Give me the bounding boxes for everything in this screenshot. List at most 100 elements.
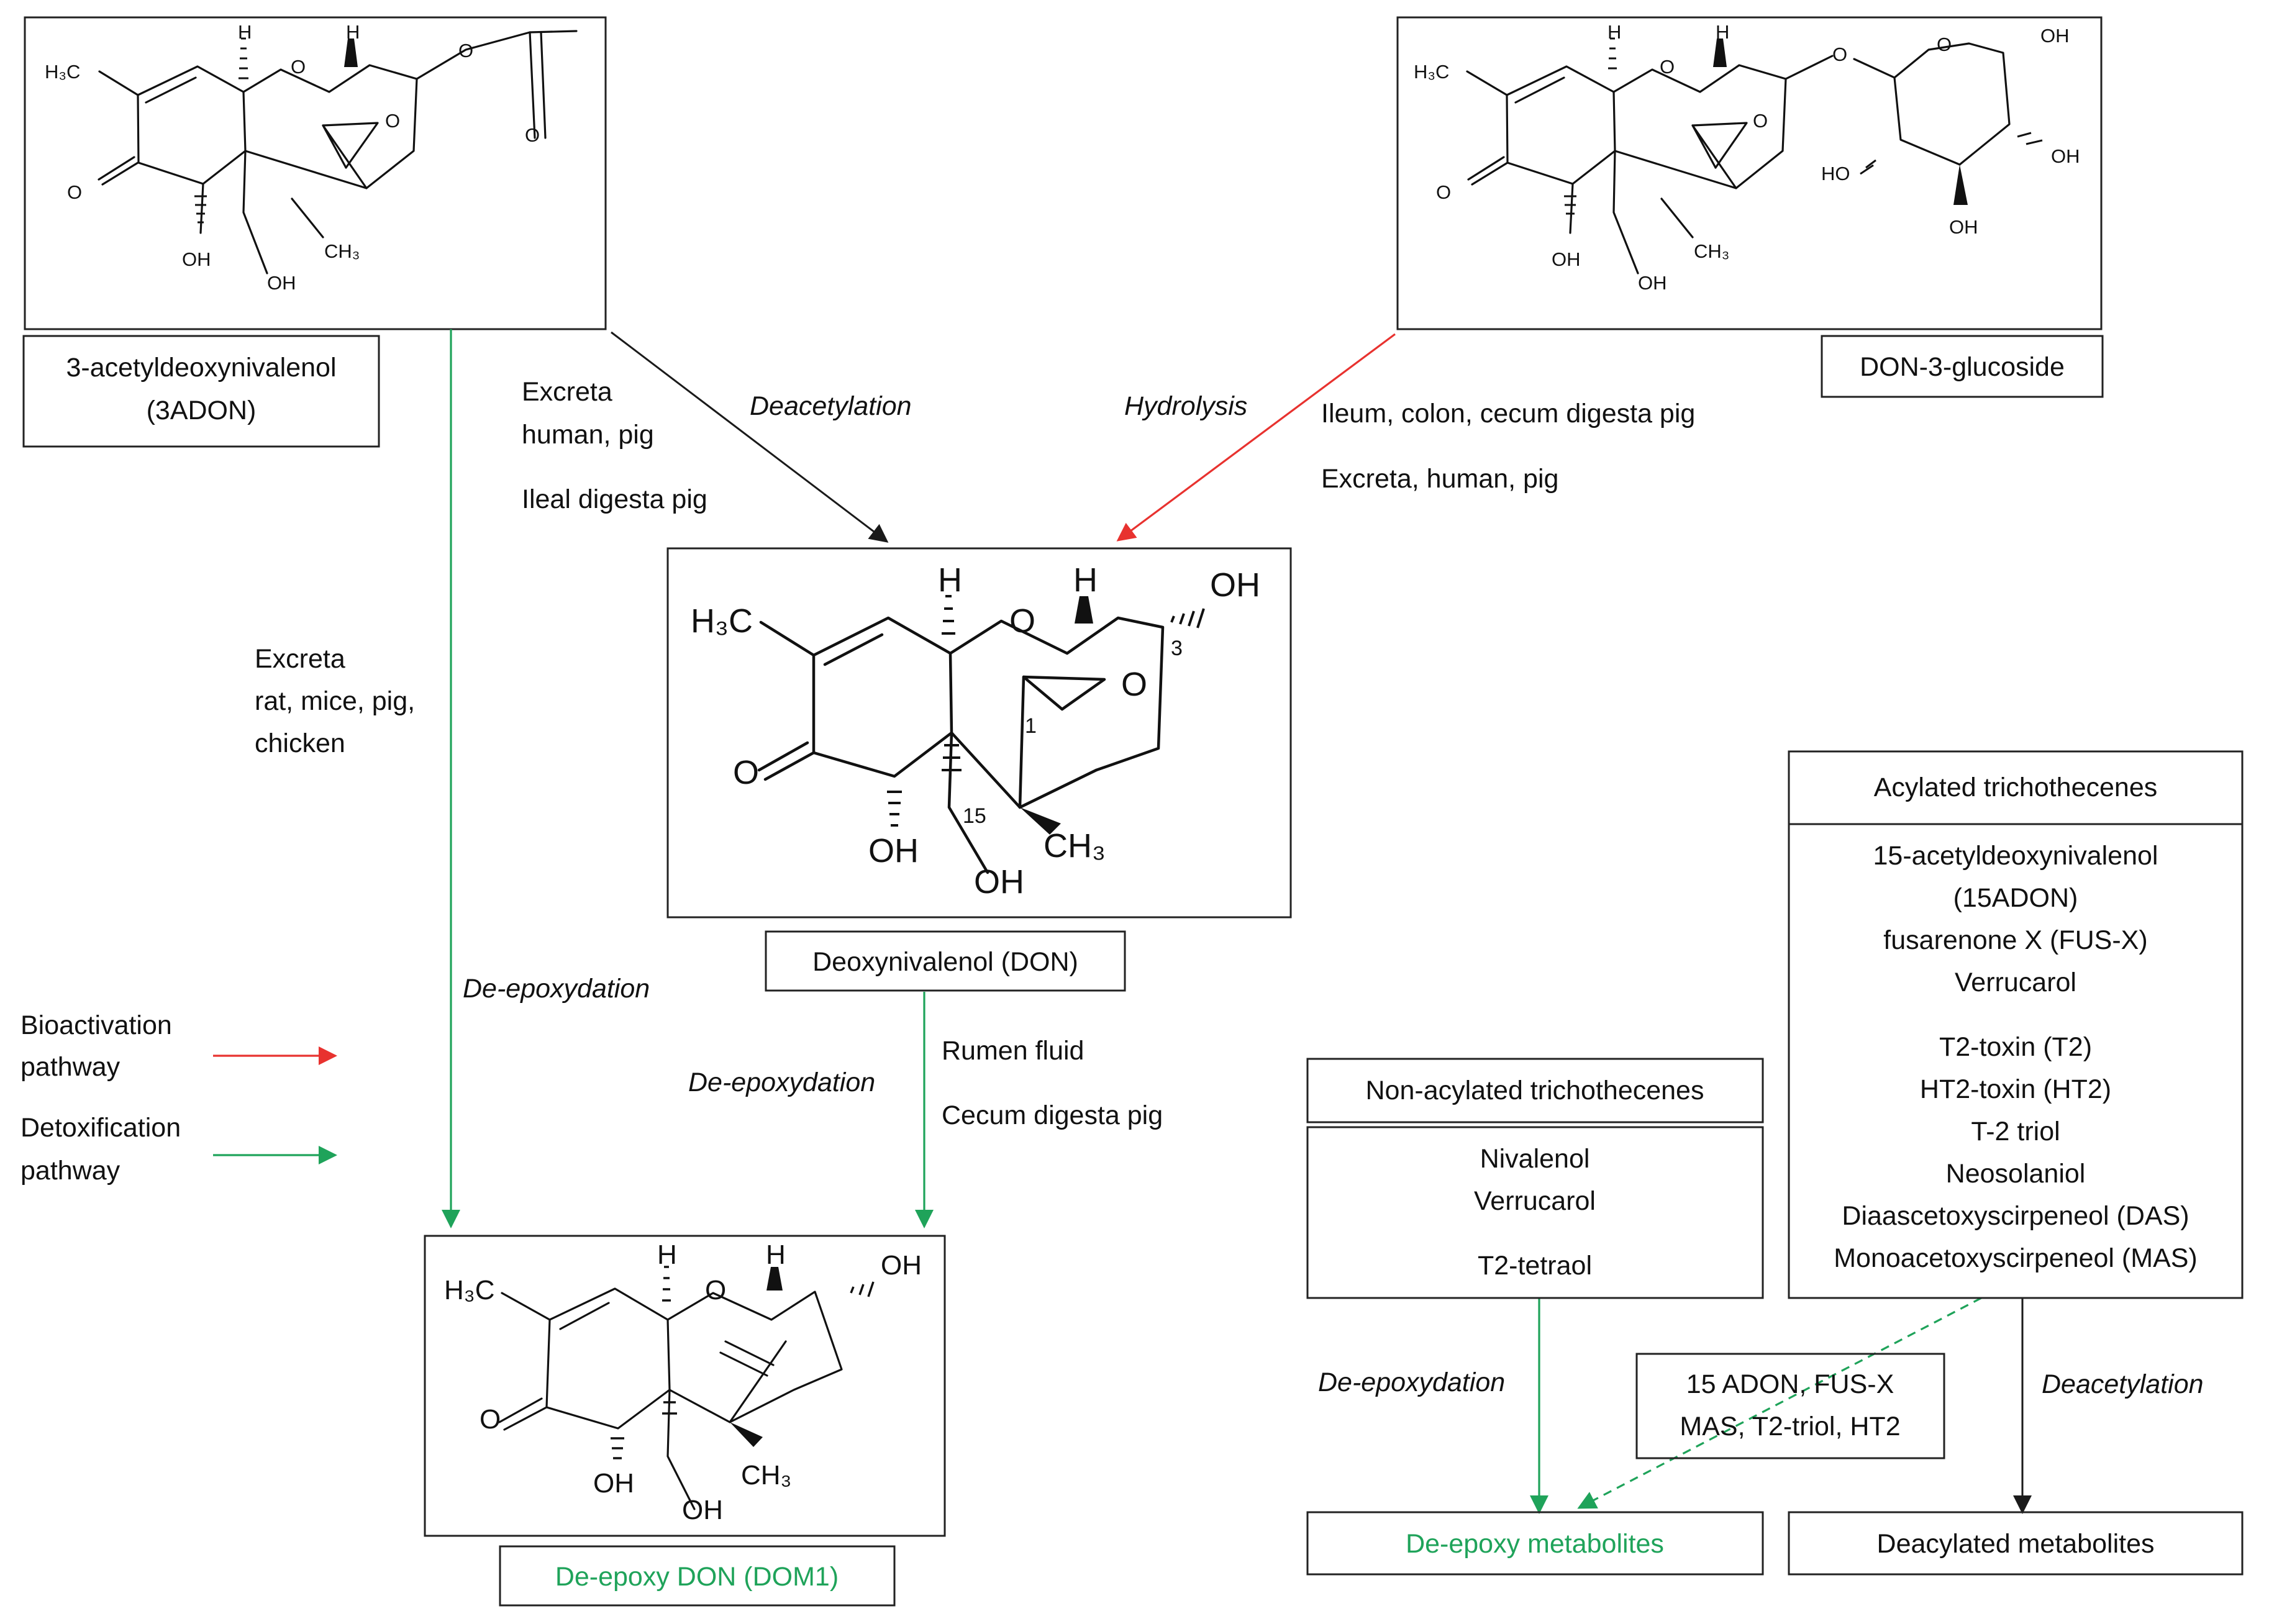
- atom-h-dom1-2: H: [766, 1240, 786, 1270]
- atom-h3c-dom1: H₃C: [444, 1275, 494, 1305]
- deacylated-metabolites-box: [1788, 1511, 2244, 1576]
- structure-don: H₃C H H O O O OH OH OH CH₃ 3 1 15: [666, 547, 1292, 919]
- atom-h3c-3adon: H₃C: [45, 61, 80, 83]
- label-excreta-rat-2: rat, mice, pig,: [255, 686, 415, 716]
- atom-oh-don3g-4: OH: [1552, 248, 1581, 270]
- structure-box-don: [666, 547, 1292, 919]
- non-acylated-item-0: Nivalenol: [1480, 1144, 1590, 1174]
- non-acylated-trichothecenes: Non-acylated trichothecenes Nivalenol Ve…: [1306, 1058, 1764, 1299]
- deepoxy-metabolites: De-epoxy metabolites: [1406, 1529, 1664, 1559]
- acylated-item-5: HT2-toxin (HT2): [1920, 1074, 2111, 1104]
- acylated-item-1: (15ADON): [1953, 883, 2078, 913]
- structure-don3g: H₃C H H O O O O O OH OH HO OH OH OH CH₃: [1396, 16, 2103, 330]
- atom-oh-don3g-1: OH: [2040, 25, 2070, 47]
- atom-oh-don-7: OH: [868, 832, 919, 869]
- atom-oh-dom1-15: OH: [682, 1495, 723, 1525]
- atom-h3c-don: H₃C: [691, 602, 753, 640]
- structure-box-dom1: [424, 1235, 946, 1537]
- acylated-item-0: 15-acetyldeoxynivalenol: [1873, 841, 2158, 871]
- structure-3adon: H₃C H H O O O O O OH OH CH₃: [24, 16, 607, 330]
- label-excreta-rat-1: Excreta: [255, 644, 345, 674]
- atom-o-don3g-ring: O: [1660, 56, 1675, 78]
- label-box-don: [765, 930, 1126, 992]
- label-rumen-fluid: Rumen fluid: [942, 1036, 1084, 1066]
- atom-h-don-1: H: [938, 561, 962, 599]
- acylated-item-7: Neosolaniol: [1946, 1159, 2086, 1189]
- label-box-don3g: [1821, 335, 2104, 398]
- structure-box-3adon: [24, 16, 607, 330]
- acylated-item-6: T-2 triol: [1971, 1117, 2060, 1146]
- structure-box-don3g: [1396, 16, 2103, 330]
- acylated-item-9: Monoacetoxyscirpeneol (MAS): [1834, 1243, 2198, 1273]
- atom-oh-dom1-3: OH: [881, 1250, 922, 1281]
- atom-h-don3g-2: H: [1716, 21, 1729, 43]
- structure-dom1: H₃C H H O O OH OH OH CH₃: [424, 1235, 946, 1537]
- atom-o-3adon-carbonyl: O: [525, 124, 540, 146]
- acylated-item-2: fusarenone X (FUS-X): [1883, 925, 2147, 955]
- atom-h-don-2: H: [1073, 561, 1098, 599]
- intermediate-line-1: 15 ADON, FUS-X: [1686, 1369, 1894, 1399]
- atom-o-don3g-ketone: O: [1436, 181, 1451, 203]
- acylated-trichothecenes: Acylated trichothecenes 15-acetyldeoxyni…: [1788, 750, 2244, 1299]
- atom-ch3-don: CH₃: [1044, 827, 1106, 864]
- atom-ch3-dom1: CH₃: [741, 1460, 791, 1490]
- atom-ch3-3adon: CH₃: [324, 240, 360, 262]
- label-ileum-colon-cecum: Ileum, colon, cecum digesta pig: [1321, 399, 1695, 429]
- arrow-deepoxydation-acylated-dashed: [1577, 1297, 1982, 1509]
- label-deacetylation-right: Deacetylation: [2042, 1369, 2204, 1399]
- atom-o-don-ring: O: [1009, 602, 1035, 640]
- acylated-item-3: Verrucarol: [1955, 968, 2076, 997]
- intermediate-box: [1635, 1353, 1945, 1459]
- legend-bioactivation-1: Bioactivation: [20, 1010, 172, 1040]
- atom-ch3-don3g: CH₃: [1694, 240, 1729, 262]
- label-cecum-digesta-pig: Cecum digesta pig: [942, 1100, 1163, 1130]
- compound-name-don3g: DON-3-glucoside: [1860, 352, 2065, 382]
- atom-h-3adon-2: H: [346, 21, 360, 43]
- label-ileal-digesta-pig: Ileal digesta pig: [522, 484, 707, 514]
- atom-oh-don3g-3: OH: [1949, 216, 1978, 238]
- atom-oh-don3g-5: OH: [1638, 272, 1667, 294]
- label-deepoxydation-right: De-epoxydation: [1318, 1368, 1505, 1397]
- atom-oh-don3g-2: OH: [2051, 145, 2080, 167]
- label-deepoxydation-mid: De-epoxydation: [688, 1068, 875, 1097]
- atom-o-don3g-epoxide: O: [1753, 110, 1768, 132]
- locant-3: 3: [1171, 637, 1183, 660]
- label-box-dom1: [499, 1545, 896, 1607]
- arrow-deacetylation-3adon-to-don: [611, 331, 889, 543]
- label-excreta-human-pig-2: human, pig: [522, 420, 654, 450]
- label-hydrolysis: Hydrolysis: [1124, 391, 1247, 421]
- compound-name-3adon: 3-acetyldeoxynivalenol: [66, 353, 336, 383]
- legend-detoxification-2: pathway: [20, 1156, 120, 1186]
- locant-15: 15: [963, 804, 986, 828]
- atom-h3c-don3g: H₃C: [1414, 61, 1449, 83]
- acylated-item-4: T2-toxin (T2): [1939, 1032, 2092, 1062]
- atom-o-3adon-ketone: O: [67, 181, 82, 203]
- acylated-header: Acylated trichothecenes: [1874, 773, 2158, 802]
- atom-oh-dom1-7: OH: [593, 1468, 634, 1499]
- intermediate-line-2: MAS, T2-triol, HT2: [1680, 1412, 1900, 1441]
- atom-h-don3g-1: H: [1607, 21, 1621, 43]
- atom-oh-don-15: OH: [974, 863, 1024, 900]
- atom-o-3adon-ring: O: [291, 56, 306, 78]
- arrow-hydrolysis-don3g-to-don: [1116, 333, 1396, 542]
- atom-ho-don3g: HO: [1821, 163, 1850, 184]
- compound-name-don: Deoxynivalenol (DON): [812, 947, 1078, 977]
- deepoxy-metabolites-box: [1306, 1511, 1764, 1576]
- atom-o-don3g-glyco: O: [1832, 43, 1847, 65]
- legend: Bioactivation pathway Detoxification pat…: [20, 1010, 337, 1186]
- atom-h-dom1-1: H: [657, 1240, 677, 1270]
- atom-o-dom1-ketone: O: [480, 1404, 501, 1435]
- atom-oh-3adon-1: OH: [182, 248, 211, 270]
- label-excreta-human-pig-right: Excreta, human, pig: [1321, 464, 1558, 494]
- label-box-3adon: [22, 335, 380, 448]
- atom-o-don-ketone: O: [733, 754, 759, 791]
- acylated-list-box: [1788, 823, 2244, 1299]
- legend-detoxification-1: Detoxification: [20, 1113, 181, 1143]
- acylated-item-8: Diaascetoxyscirpeneol (DAS): [1842, 1201, 2189, 1231]
- hashed-bonds-3adon: [194, 37, 248, 224]
- non-acylated-header-box: [1306, 1058, 1764, 1123]
- atom-o-3adon-ester: O: [458, 40, 473, 61]
- atom-o-don3g-sugar: O: [1937, 34, 1952, 55]
- label-deepoxydation-left: De-epoxydation: [463, 974, 650, 1004]
